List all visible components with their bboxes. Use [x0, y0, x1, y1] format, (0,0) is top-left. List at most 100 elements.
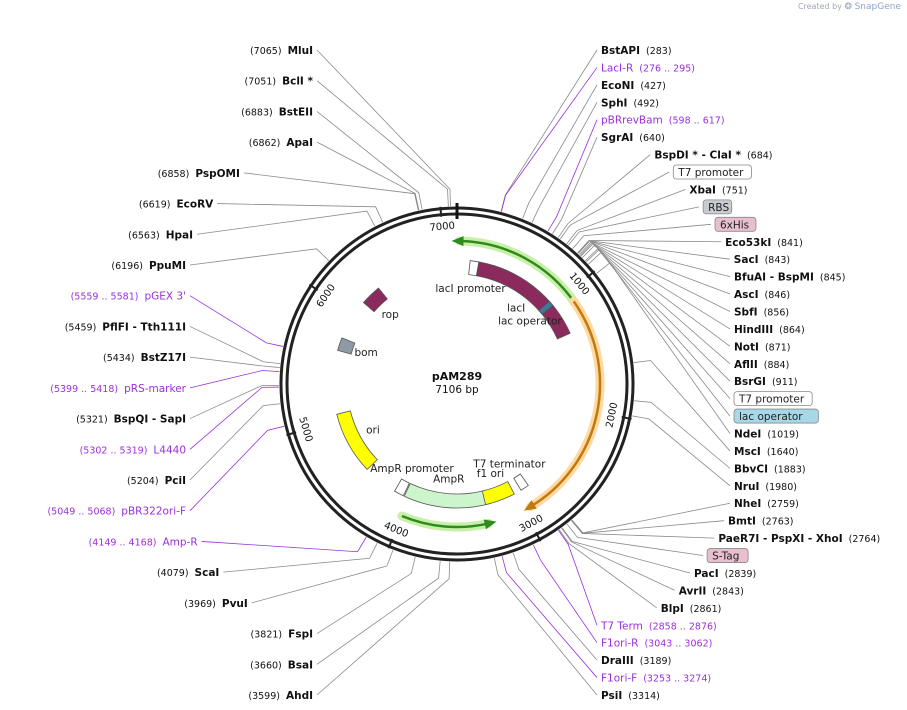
- feature-ori: [336, 410, 378, 470]
- leader-sgrai: [552, 137, 598, 234]
- site-name: BstEII: [279, 106, 313, 118]
- leader-lac-operator: [588, 251, 731, 417]
- site-prs-marker: (5399 .. 5418)pRS-marker: [50, 383, 186, 395]
- leader-sphi: [531, 102, 598, 223]
- site-position: (5459): [65, 322, 97, 333]
- leader-bsrgi: [585, 248, 731, 382]
- site-position: (3253 .. 3274): [643, 674, 711, 685]
- feature-lac-operator: [538, 300, 554, 315]
- feature-f1-ori: [481, 481, 515, 506]
- site-name: HindIII: [734, 324, 773, 336]
- site-position: (598 .. 617): [669, 116, 725, 127]
- leader-xbai: [566, 189, 686, 245]
- leader-bcli: [316, 80, 449, 207]
- site-position: (5049 .. 5068): [47, 507, 115, 518]
- site-name: AhdI: [286, 690, 313, 702]
- site-name: XbaI: [689, 184, 716, 196]
- leader-f1ori-r: [532, 544, 598, 643]
- site-laci-r: LacI-R(276 .. 295): [601, 62, 695, 74]
- leader-paci: [561, 527, 691, 574]
- feature-rop: [362, 287, 388, 313]
- site-position: (6619): [139, 200, 171, 211]
- site-bsteii: (6883)BstEII: [241, 106, 313, 118]
- leader-pbrrevbam: [547, 119, 598, 232]
- feature-tag-s-tag: S-Tag: [712, 551, 739, 563]
- site-name: PsiI: [601, 690, 622, 702]
- snapgene-credit: Created by ❂ SnapGene: [798, 2, 901, 12]
- site-position: (5321): [76, 415, 108, 426]
- site-position: (6563): [128, 230, 160, 241]
- site-name: pRS-marker: [124, 383, 187, 395]
- feature-box-t7-promoter: [733, 391, 813, 407]
- site-l4440: (5302 .. 5319)L4440: [80, 444, 186, 456]
- leader-psii: [493, 557, 598, 696]
- tick-label-7000: 7000: [429, 221, 455, 234]
- site-mlui: (7065)MluI: [250, 45, 313, 57]
- site-name: AvrII: [679, 585, 707, 597]
- site-saci: SacI(843): [734, 254, 790, 266]
- feature-box-t7-promoter: [672, 164, 752, 180]
- site-position: (5434): [103, 353, 135, 364]
- feature-label-t7-terminator: T7 terminator: [472, 458, 546, 470]
- feature-label-laci-promoter: lacI promoter: [435, 283, 506, 295]
- site-position: (6862): [249, 138, 281, 149]
- site-name: NdeI: [734, 429, 761, 441]
- leader-ahdi: [316, 561, 451, 696]
- lacI-orf-arc: [459, 239, 577, 305]
- site-apai: (6862) ApaI: [249, 137, 313, 149]
- site-f1ori-r: F1ori-R(3043 .. 3062): [601, 638, 712, 650]
- site-ecorv: (6619)EcoRV: [139, 199, 214, 211]
- site-msci: MscI(1640): [734, 446, 798, 458]
- ampr-orf-arc: [401, 514, 490, 529]
- site-ppumi: (6196)PpuMI: [111, 260, 186, 272]
- feature-label-rop: rop: [382, 309, 400, 321]
- site-xbai: XbaI (751): [689, 184, 747, 196]
- site-position: (427): [640, 81, 666, 92]
- site-bstz17i: (5434)BstZ17I: [103, 352, 186, 364]
- site-name: PaeR7I - PspXI - XhoI: [718, 533, 842, 545]
- site-position: (884): [764, 360, 790, 371]
- site-hpai: (6563)HpaI: [128, 229, 193, 241]
- site-position: (751): [722, 185, 748, 196]
- site-name: ApaI: [286, 137, 313, 149]
- outer-arcs: [397, 236, 605, 532]
- site-position: (843): [765, 255, 791, 266]
- leader-econi: [522, 84, 598, 219]
- site-pflfi-tth111i: (5459)PflFI - Tth111I: [65, 321, 186, 333]
- leader-hpai: [196, 210, 376, 235]
- credit-brand: SnapGene: [854, 2, 901, 12]
- site-position: (841): [777, 238, 803, 249]
- ampr-orf-arrowhead: [483, 519, 497, 530]
- site-pspomi: (6858)PspOMI: [158, 168, 240, 180]
- feature-t7-terminator: [513, 473, 529, 491]
- feature-label-laci: lacI: [507, 302, 525, 314]
- site-f1ori-f: F1ori-F(3253 .. 3274): [601, 673, 711, 685]
- tick-2000: [621, 416, 632, 420]
- feature-label-ampr-promoter: AmpR promoter: [370, 463, 454, 475]
- site-position: (640): [639, 133, 665, 144]
- site-pvui: (3969)PvuI: [184, 598, 248, 610]
- leader-l4440: [189, 386, 280, 450]
- site-position: (3969): [184, 599, 216, 610]
- site-avrii: AvrII(2843): [679, 585, 744, 597]
- credit-prefix: Created by: [797, 2, 842, 11]
- site-name: PspOMI: [195, 168, 240, 180]
- site-nrui: NruI(1980): [734, 481, 797, 493]
- tick-3000: [535, 531, 542, 542]
- leader-bmti: [571, 520, 725, 534]
- site-fspi: (3821)FspI: [251, 629, 313, 641]
- site-name: PpuMI: [149, 260, 186, 272]
- site-name: MscI: [734, 446, 761, 458]
- feature-box-lac-operator: [733, 408, 819, 424]
- site-position: (2763): [762, 517, 794, 528]
- feature-ampr: [403, 483, 491, 509]
- site-sphi: SphI(492): [601, 97, 659, 109]
- site-name: SbfI: [734, 306, 758, 318]
- leader-6xhis: [572, 223, 712, 249]
- plasmid-length: 7106 bp: [435, 384, 479, 396]
- site-name: DraIII: [601, 655, 634, 667]
- site-amp-r: (4149 .. 4168)Amp-R: [89, 536, 198, 548]
- site-name: pBR322ori-F: [121, 506, 186, 518]
- site-name: FspI: [288, 629, 313, 641]
- site-name: BclI *: [282, 76, 313, 88]
